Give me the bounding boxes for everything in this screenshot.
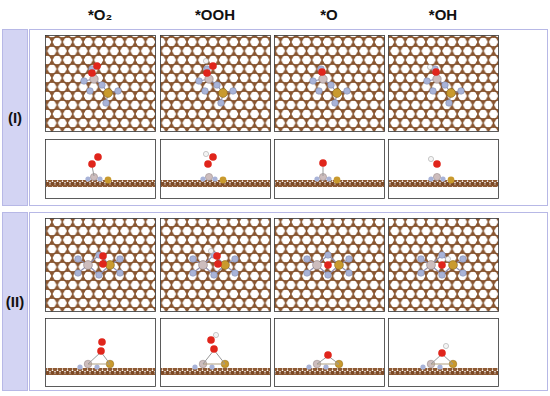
row-label: (I) (8, 109, 22, 126)
column-header: *OOH (195, 6, 235, 23)
row-band: (I) (2, 29, 28, 206)
column-header: *OH (429, 6, 457, 23)
row-band: (II) (2, 212, 28, 391)
row-label: (II) (6, 293, 24, 310)
column-header: *O₂ (88, 6, 112, 23)
column-header: *O (320, 6, 338, 23)
